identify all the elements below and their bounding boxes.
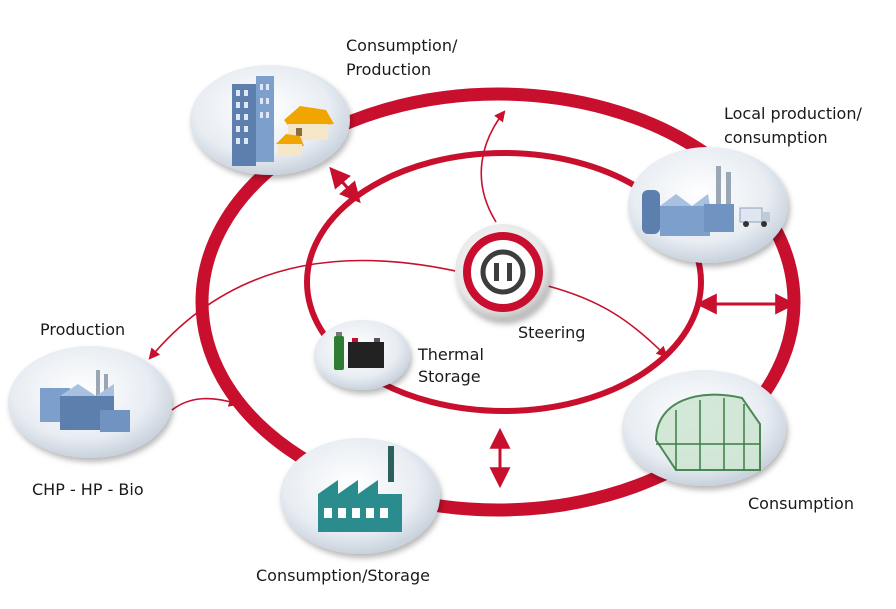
double-arrow-top: [329, 166, 361, 204]
inner-ring: [304, 150, 704, 414]
label-consumption: Consumption: [748, 494, 854, 513]
flow-line-bottom-left: [171, 396, 241, 411]
label-thermal-storage: Thermal Storage: [418, 345, 484, 386]
flow-line-right: [547, 285, 668, 358]
truck-icon: [739, 207, 770, 227]
power-plant-icon: [40, 370, 130, 432]
node-production: [8, 346, 172, 458]
greenhouse-icon: [654, 393, 761, 471]
pause-icon: [494, 263, 499, 281]
label-consumption-production: Consumption/ Production: [346, 36, 458, 79]
node-consumption-storage: [280, 438, 440, 554]
house-icon: [276, 106, 334, 156]
node-consumption-production: [190, 65, 350, 175]
battery-icon: [334, 332, 384, 370]
label-consumption-storage: Consumption/Storage: [256, 566, 430, 585]
flow-line-top: [480, 110, 506, 223]
factory-icon: [318, 446, 402, 532]
node-thermal-storage: [314, 320, 410, 390]
label-chp-hp-bio: CHP - HP - Bio: [32, 480, 144, 499]
label-steering: Steering: [518, 323, 586, 342]
node-consumption: [622, 370, 786, 486]
industrial-plant-icon: [642, 166, 734, 236]
label-production: Production: [40, 320, 126, 339]
steering-button[interactable]: [455, 224, 551, 320]
node-local-production-consumption: [628, 147, 788, 263]
flow-line-left: [148, 259, 461, 360]
office-building-icon: [232, 76, 274, 166]
label-local-production-consumption: Local production/ consumption: [724, 104, 862, 147]
